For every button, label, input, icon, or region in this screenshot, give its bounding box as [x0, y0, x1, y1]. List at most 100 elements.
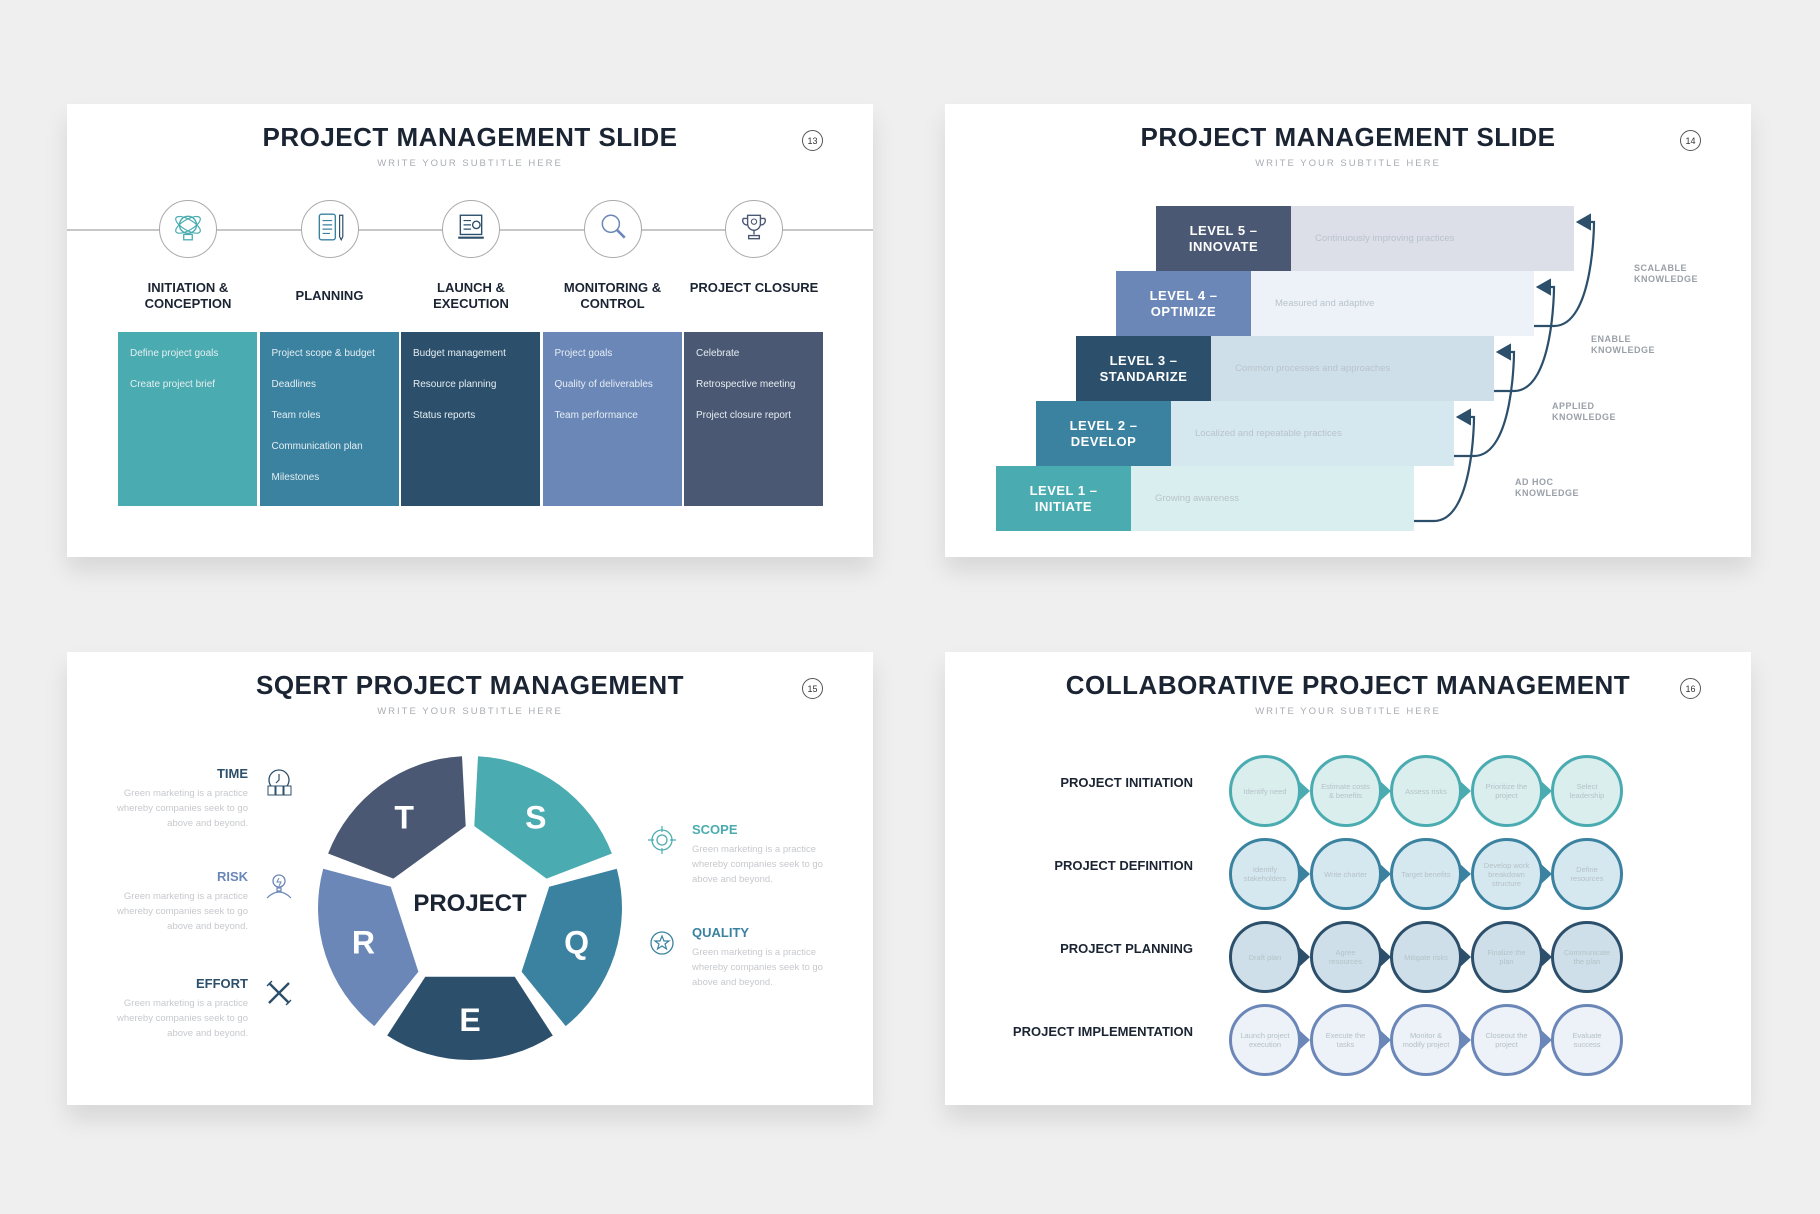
phase-item: Project closure report — [696, 410, 792, 421]
step-arrow-pointer — [1459, 1029, 1471, 1051]
step-circle: Communicate the plan — [1551, 921, 1623, 993]
magnifier-icon — [597, 211, 629, 248]
step-circle: Prioritize the project — [1470, 755, 1543, 827]
knowledge-arrows — [1414, 213, 1596, 523]
factor-title: QUALITY — [692, 925, 750, 940]
slide-subtitle: WRITE YOUR SUBTITLE HERE — [1255, 158, 1441, 169]
phase-item: Deadlines — [271, 379, 316, 390]
segment-e — [387, 976, 553, 1061]
lightbulb-atom-icon — [172, 211, 204, 248]
phase-item: Retrospective meeting — [696, 379, 796, 390]
step-circle: Identify stakeholders — [1229, 838, 1301, 910]
step-circle: Identify need — [1229, 755, 1301, 827]
row-label: PROJECT PLANNING — [1060, 941, 1193, 956]
step-circle: Execute the tasks — [1309, 1004, 1382, 1076]
phase-item: Communication plan — [271, 441, 363, 452]
step-circle: Draft plan — [1229, 921, 1301, 993]
step-circle: Launch project execution — [1229, 1004, 1301, 1076]
step-circle: Assess risks — [1390, 755, 1462, 827]
phase-item: Status reports — [413, 410, 476, 421]
step-circle: Target benefits — [1390, 838, 1462, 910]
segment-letter: S — [525, 799, 546, 835]
slide-14[interactable]: PROJECT MANAGEMENT SLIDE WRITE YOUR SUBT… — [945, 104, 1751, 557]
segment-t — [328, 756, 466, 879]
step-circle: Select leadership — [1551, 755, 1623, 827]
segment-r — [318, 868, 419, 1027]
phase-item: Create project brief — [130, 379, 216, 390]
step-arrow-pointer — [1378, 1029, 1391, 1051]
lightbulb-risk-icon — [264, 871, 294, 906]
step-arrow-pointer — [1378, 946, 1391, 968]
phase-item: Team performance — [554, 410, 638, 421]
level-description: Common processes and approaches — [1211, 336, 1494, 401]
step-arrow-pointer — [1459, 946, 1471, 968]
factor-title: EFFORT — [196, 976, 248, 991]
phase-item: Milestones — [271, 472, 320, 483]
slide-title: COLLABORATIVE PROJECT MANAGEMENT — [1065, 670, 1631, 700]
page-number-badge: 14 — [1680, 130, 1701, 151]
page-number-badge: 15 — [802, 678, 823, 699]
step-arrow-pointer — [1378, 780, 1391, 802]
knowledge-label: ENABLE KNOWLEDGE — [1591, 334, 1655, 355]
factor-title: RISK — [216, 869, 248, 884]
row-label: PROJECT DEFINITION — [1054, 858, 1193, 873]
phase-label: PROJECT CLOSURE — [689, 280, 819, 295]
phase-item: Celebrate — [696, 348, 740, 359]
knowledge-label: AD HOC KNOWLEDGE — [1515, 477, 1579, 498]
slide-13[interactable]: PROJECT MANAGEMENT SLIDE WRITE YOUR SUBT… — [67, 104, 873, 557]
step-arrow-pointer — [1298, 780, 1310, 802]
segment-letter: T — [394, 799, 414, 835]
arrow-enable-knowledge — [1494, 278, 1556, 393]
page-number-badge: 13 — [802, 130, 823, 151]
step-arrow-pointer — [1539, 780, 1552, 802]
step-arrow-pointer — [1459, 863, 1471, 885]
slide-16[interactable]: COLLABORATIVE PROJECT MANAGEMENT WRITE Y… — [945, 652, 1751, 1105]
slide-title: PROJECT MANAGEMENT SLIDE — [1140, 122, 1556, 152]
segment-letter: E — [459, 1002, 480, 1038]
wheel-center-label: PROJECT — [413, 890, 527, 917]
step-arrow-pointer — [1539, 863, 1552, 885]
star-badge-icon — [647, 928, 677, 963]
level-label: LEVEL 4 –OPTIMIZE — [1116, 271, 1251, 336]
step-arrow-pointer — [1378, 863, 1391, 885]
segment-letter: R — [352, 925, 375, 961]
step-arrow-pointer — [1459, 780, 1471, 802]
slide-title: SQERT PROJECT MANAGEMENT — [255, 670, 685, 700]
step-arrow-pointer — [1539, 946, 1552, 968]
step-circle: Agree resources — [1309, 921, 1382, 993]
step-arrow-pointer — [1539, 1029, 1552, 1051]
slide-subtitle: WRITE YOUR SUBTITLE HERE — [1255, 706, 1441, 717]
factor-title: TIME — [216, 766, 248, 781]
arrow-applied-knowledge — [1454, 343, 1516, 458]
slide-title: PROJECT MANAGEMENT SLIDE — [262, 122, 678, 152]
phase-icon-circle — [300, 200, 359, 258]
step-circle: Monitor & modify project — [1390, 1004, 1462, 1076]
level-label: LEVEL 5 –INNOVATE — [1156, 206, 1291, 271]
step-circle: Define resources — [1551, 838, 1623, 910]
phase-icon-circle — [725, 200, 783, 258]
phase-label: PLANNING — [295, 288, 364, 303]
step-circle: Mitigate risks — [1390, 921, 1462, 993]
step-arrow-pointer — [1298, 946, 1310, 968]
checklist-pen-icon — [314, 211, 346, 248]
slide-15[interactable]: SQERT PROJECT MANAGEMENT WRITE YOUR SUBT… — [67, 652, 873, 1105]
arrow-scalable-knowledge — [1534, 213, 1596, 328]
level-description: Continuously improving practices — [1291, 206, 1574, 271]
phase-item: Team roles — [271, 410, 321, 421]
phase-item: Quality of deliverables — [554, 379, 653, 390]
phase-item: Budget management — [413, 348, 506, 359]
row-label: PROJECT IMPLEMENTATION — [1012, 1024, 1193, 1039]
step-circle: Develop work breakdown structure — [1470, 838, 1543, 910]
phase-item: Resource planning — [413, 379, 497, 390]
segment-q — [521, 868, 622, 1027]
factor-description: Green marketing is a practice whereby co… — [692, 844, 823, 885]
level-description: Localized and repeatable practices — [1171, 401, 1454, 466]
tools-icon — [264, 978, 294, 1013]
phase-icon-circle — [442, 200, 500, 258]
